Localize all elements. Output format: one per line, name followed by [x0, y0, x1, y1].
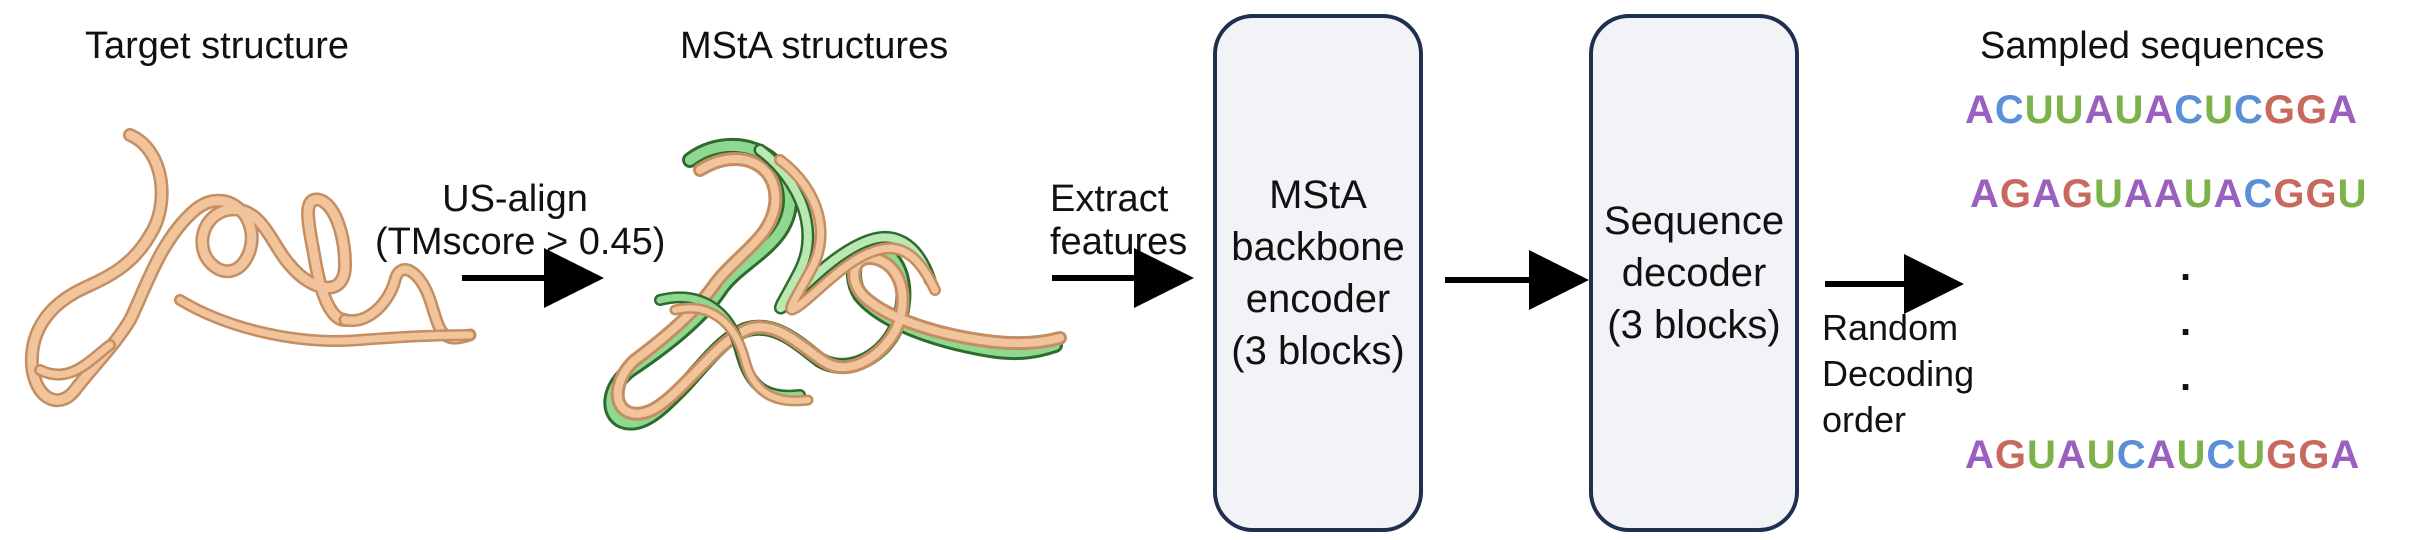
nucleotide-U: U	[2094, 172, 2124, 216]
usalign-line2: (TMscore > 0.45)	[375, 221, 666, 263]
nucleotide-G: G	[1994, 433, 2028, 477]
usalign-line1: US-align	[442, 178, 588, 220]
nucleotide-C: C	[2243, 172, 2274, 216]
nucleotide-C: C	[1994, 88, 2025, 132]
nucleotide-G: G	[2263, 88, 2297, 132]
nucleotide-C: C	[2206, 433, 2237, 477]
ellipsis-dot: .	[2180, 300, 2192, 344]
nucleotide-A: A	[2213, 172, 2244, 216]
nucleotide-A: A	[2153, 172, 2184, 216]
nucleotide-U: U	[2086, 433, 2117, 477]
nucleotide-A: A	[1970, 172, 2000, 216]
nucleotide-U: U	[2204, 88, 2235, 132]
nucleotide-U: U	[2114, 88, 2145, 132]
extract-features-label: Extract features	[1050, 178, 1187, 264]
encoder-line1: MStA	[1269, 173, 1367, 217]
random-line3: order	[1822, 399, 1907, 440]
msta-rna-structures	[603, 137, 1067, 431]
nucleotide-A: A	[2084, 88, 2115, 132]
nucleotide-A: A	[2146, 433, 2177, 477]
encoder-line3: encoder	[1245, 277, 1391, 321]
nucleotide-G: G	[2298, 433, 2331, 477]
nucleotide-U: U	[2027, 433, 2057, 477]
nucleotide-A: A	[1965, 88, 1995, 132]
decoder-box: Sequence decoder (3 blocks)	[1589, 14, 1799, 532]
decoder-line1: Sequence	[1603, 199, 1785, 243]
nucleotide-A: A	[1965, 433, 1995, 477]
nucleotide-G: G	[2273, 172, 2306, 216]
decoder-line2: decoder	[1621, 251, 1767, 295]
nucleotide-A: A	[2123, 172, 2154, 216]
ellipsis-dot: .	[2180, 355, 2192, 399]
nucleotide-C: C	[2174, 88, 2205, 132]
nucleotide-G: G	[2305, 172, 2338, 216]
encoder-line2: backbone	[1231, 225, 1405, 269]
decoder-text: Sequence decoder (3 blocks)	[1604, 195, 1784, 351]
usalign-label: US-align (TMscore > 0.45)	[375, 178, 666, 264]
target-structure-title: Target structure	[85, 25, 349, 67]
target-rna-structure	[24, 128, 477, 408]
nucleotide-A: A	[2056, 433, 2087, 477]
nucleotide-G: G	[1999, 172, 2033, 216]
nucleotide-U: U	[2176, 433, 2207, 477]
sequence-row: ACUUAUACUCGGA	[1965, 88, 2358, 133]
encoder-line4: (3 blocks)	[1231, 329, 1405, 373]
nucleotide-A: A	[2330, 433, 2361, 477]
nucleotide-U: U	[2183, 172, 2214, 216]
nucleotide-A: A	[2144, 88, 2175, 132]
sequence-row: AGUAUCAUCUGGA	[1965, 433, 2360, 478]
decoder-line3: (3 blocks)	[1607, 303, 1781, 347]
nucleotide-U: U	[2236, 433, 2267, 477]
nucleotide-C: C	[2234, 88, 2264, 132]
nucleotide-U: U	[2024, 88, 2055, 132]
random-line2: Decoding	[1822, 353, 1975, 394]
encoder-box: MStA backbone encoder (3 blocks)	[1213, 14, 1423, 532]
ellipsis-dot: .	[2180, 245, 2192, 289]
msta-structures-title: MStA structures	[680, 25, 949, 67]
extract-line1: Extract	[1050, 178, 1169, 220]
nucleotide-C: C	[2116, 433, 2147, 477]
sampled-sequences-title: Sampled sequences	[1980, 25, 2325, 67]
nucleotide-A: A	[2328, 88, 2359, 132]
nucleotide-G: G	[2296, 88, 2329, 132]
nucleotide-G: G	[2266, 433, 2299, 477]
nucleotide-U: U	[2054, 88, 2085, 132]
encoder-text: MStA backbone encoder (3 blocks)	[1231, 169, 1404, 377]
nucleotide-U: U	[2337, 172, 2368, 216]
sequence-row: AGAGUAAUACGGU	[1970, 172, 2368, 217]
nucleotide-G: G	[2061, 172, 2095, 216]
nucleotide-A: A	[2032, 172, 2062, 216]
random-decoding-order-label: Random Decoding order	[1822, 305, 1974, 443]
